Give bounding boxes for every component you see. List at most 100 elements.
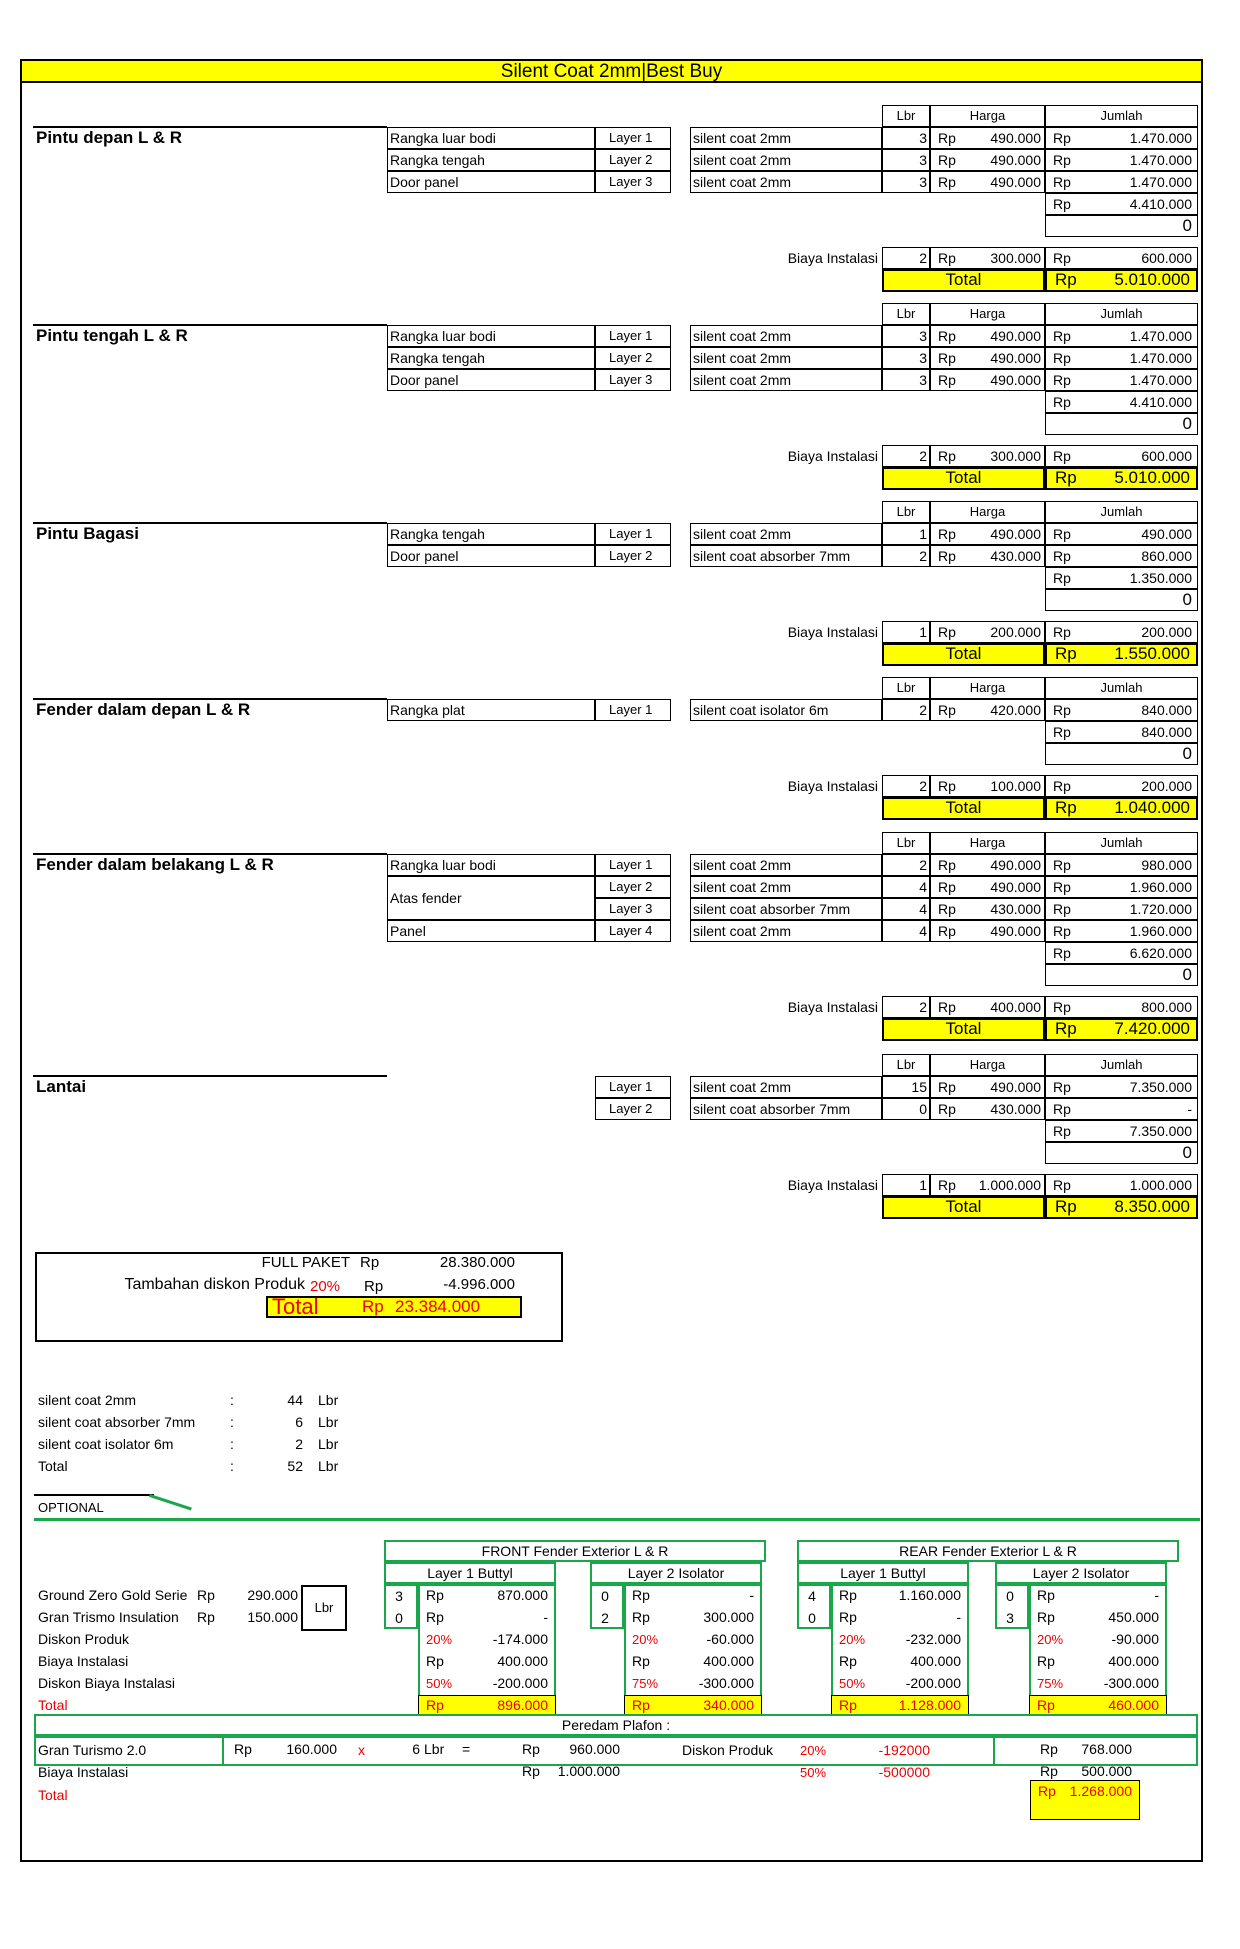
jumlah-cell (1045, 898, 1198, 920)
material-cell (690, 1098, 882, 1120)
lbr-qty: 4 (919, 879, 927, 895)
layer-cell (595, 854, 671, 876)
count-colon: : (230, 1436, 234, 1452)
header-harga (930, 303, 1045, 325)
material-cell (690, 127, 882, 149)
count-unit: Lbr (318, 1392, 339, 1408)
zero-value: 0 (1182, 216, 1192, 235)
part-name: Rangka luar bodi (390, 328, 496, 344)
header-jumlah-label: Jumlah (1100, 1057, 1143, 1072)
install-value: 400.000 (1108, 1653, 1159, 1669)
inst-price: 100.000 (990, 778, 1041, 794)
section-total: 1.550.000 (1114, 644, 1190, 663)
optional-row-label: Gran Trismo Insulation (38, 1609, 179, 1625)
discount-value: -60.000 (706, 1631, 754, 1647)
plafon-discount-pct: 20% (800, 1743, 827, 1758)
line-amount: 860.000 (1141, 548, 1192, 564)
part-name: Door panel (390, 548, 459, 564)
install-discount-value: -300.000 (698, 1675, 754, 1691)
lbr-box (301, 1585, 347, 1631)
plafon-total-label: Total (38, 1787, 68, 1803)
unit-price: 490.000 (990, 174, 1041, 190)
total-value-cell (1045, 467, 1198, 490)
zero-cell (1045, 743, 1198, 765)
lbr-cell (882, 325, 930, 347)
rp-label: Rp (1053, 724, 1071, 740)
lbr-qty: 3 (919, 130, 927, 146)
material-name: silent coat 2mm (693, 857, 792, 873)
layer-total: 340.000 (703, 1697, 754, 1713)
rp-label: Rp (938, 624, 956, 640)
material-name: silent coat absorber 7mm (693, 901, 851, 917)
total-value-cell (1045, 643, 1198, 666)
lbr-cell (882, 898, 930, 920)
section-rule (33, 1075, 387, 1077)
plafon-qty: 6 (412, 1741, 420, 1757)
discount-pct: 20% (1037, 1632, 1064, 1647)
inst-price: 1.000.000 (978, 1177, 1041, 1193)
rp-label: Rp (1055, 644, 1077, 663)
inst-harga-cell (930, 445, 1045, 467)
rp-label: Rp (426, 1653, 444, 1669)
layer-cell (595, 523, 671, 545)
qty-box (995, 1584, 1029, 1629)
harga-cell (930, 127, 1045, 149)
harga-cell (930, 854, 1045, 876)
rp-label: Rp (1055, 468, 1077, 487)
layer-label: Layer 1 (609, 328, 653, 343)
summary-box (35, 1252, 563, 1342)
line-amount: 1.470.000 (1129, 372, 1192, 388)
header-lbr-label: Lbr (896, 1057, 916, 1072)
installation-label: Biaya Instalasi (787, 448, 878, 464)
times-sign: x (358, 1742, 365, 1758)
rp-label: Rp (197, 1609, 215, 1625)
plafon-title-box (34, 1714, 1198, 1736)
layer-label: Layer 1 (609, 130, 653, 145)
installation-label: Biaya Instalasi (787, 624, 878, 640)
rp-label: Rp (1053, 901, 1071, 917)
part-name: Rangka luar bodi (390, 857, 496, 873)
header-jumlah-label: Jumlah (1100, 108, 1143, 123)
section-rule (33, 324, 387, 326)
total-cell (882, 1018, 1045, 1041)
zero-cell (1045, 413, 1198, 435)
total-label: Total (945, 270, 982, 289)
total-value-cell (1045, 1018, 1198, 1041)
section-total: 7.420.000 (1114, 1019, 1190, 1038)
lbr-qty: 2 (919, 857, 927, 873)
lbr-qty: 3 (919, 350, 927, 366)
rp-label: Rp (938, 152, 956, 168)
product-price: 150.000 (247, 1609, 298, 1625)
material-cell (690, 325, 882, 347)
layer-label: Layer 1 (609, 526, 653, 541)
optional-row-label: Total (38, 1697, 68, 1713)
layer-label: Layer 1 (609, 702, 653, 717)
zero-value: 0 (1182, 744, 1192, 763)
install-discount-pct: 50% (426, 1676, 453, 1691)
rp-label: Rp (938, 130, 956, 146)
layer-cell (595, 369, 671, 391)
inst-price: 300.000 (990, 250, 1041, 266)
harga-cell (930, 369, 1045, 391)
section-rule (33, 522, 387, 524)
inst-price: 300.000 (990, 448, 1041, 464)
zero-value: 0 (1182, 965, 1192, 984)
value-1: 1.160.000 (898, 1587, 961, 1603)
rp-label: Rp (1037, 1697, 1055, 1713)
line-amount: 1.470.000 (1129, 152, 1192, 168)
line-amount: 1.960.000 (1129, 923, 1192, 939)
subtotal: 6.620.000 (1129, 945, 1192, 961)
jumlah-cell (1045, 149, 1198, 171)
total-label: Total (945, 644, 982, 663)
rp-label: Rp (938, 702, 956, 718)
install-value: 400.000 (703, 1653, 754, 1669)
material-cell (690, 920, 882, 942)
install-discount-value: -200.000 (492, 1675, 548, 1691)
total-cell (882, 467, 1045, 490)
qty-1: 0 (601, 1588, 609, 1604)
rp-label: Rp (1053, 702, 1071, 718)
section-name: Pintu depan L & R (36, 128, 183, 147)
rp-label: Rp (1055, 1019, 1077, 1038)
unit-price: 490.000 (990, 372, 1041, 388)
line-amount: 840.000 (1141, 702, 1192, 718)
